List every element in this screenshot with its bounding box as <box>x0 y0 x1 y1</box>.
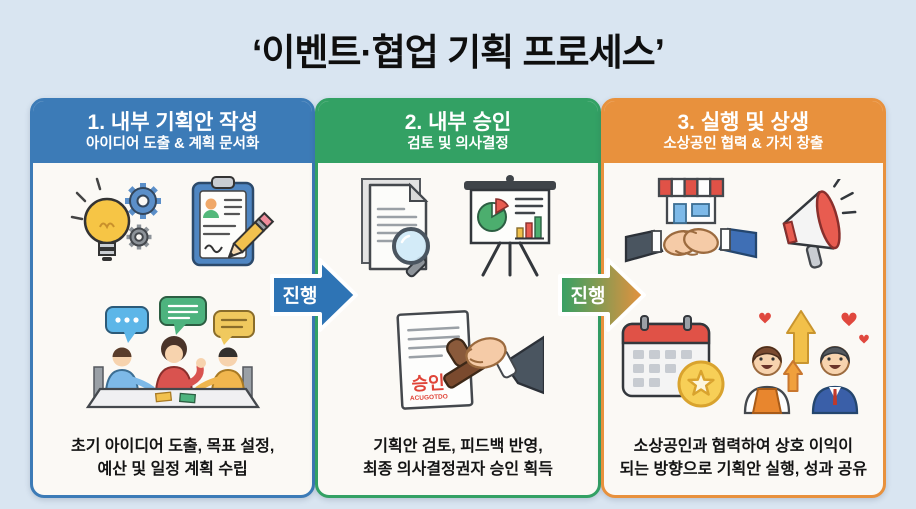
up-arrows-icon <box>783 309 817 392</box>
step-3-title: 3. 실행 및 상생 <box>677 111 810 135</box>
team-meeting-icon <box>85 295 260 408</box>
megaphone-icon <box>782 179 857 269</box>
step-3-header: 3. 실행 및 상생 소상공인 협력 & 가치 창출 <box>603 101 883 163</box>
gear-small-icon <box>126 224 152 250</box>
hand-icon <box>465 335 544 395</box>
presentation-chart-icon <box>463 175 556 277</box>
pencil-icon <box>227 211 274 258</box>
arrow-2-label: 진행 <box>571 285 606 307</box>
partners-growth-icon <box>744 309 870 414</box>
step-card-3: 3. 실행 및 상생 소상공인 협력 & 가치 창출 <box>600 98 886 498</box>
step-3-body: 소상공인과 협력하여 상호 이익이 되는 방향으로 기획안 실행, 성과 공유 <box>604 163 883 495</box>
step-1-header: 1. 내부 기획안 작성 아이디어 도출 & 계획 문서화 <box>33 101 313 163</box>
arrow-1-label: 진행 <box>283 285 318 307</box>
step-1-icon-row-top <box>69 173 277 273</box>
step-2-body: 승인 ACUGOTDO <box>318 163 597 495</box>
step-2-icon-row-bottom: 승인 ACUGOTDO <box>372 301 544 413</box>
star-icon <box>687 369 715 396</box>
clipboard-pencil-icon <box>191 176 274 267</box>
step-3-subtitle: 소상공인 협력 & 가치 창출 <box>663 136 824 153</box>
storefront-icon <box>658 177 725 225</box>
step-2-title: 2. 내부 승인 <box>404 111 512 135</box>
gear-large-icon <box>124 183 161 219</box>
lightbulb-gears-icon <box>70 177 161 261</box>
step-1-subtitle: 아이디어 도출 & 계획 문서화 <box>86 136 260 153</box>
hearts-icon <box>759 312 870 344</box>
progress-arrow-2: 진행 <box>558 258 646 332</box>
step-2-icon-row-top <box>350 173 566 279</box>
speech-bubbles-icon <box>104 295 255 345</box>
handshake-storefront-icon <box>625 177 758 263</box>
step-card-1: 1. 내부 기획안 작성 아이디어 도출 & 계획 문서화 <box>30 98 316 498</box>
step-1-title: 1. 내부 기획안 작성 <box>87 111 258 135</box>
step-3-icon-row-bottom <box>615 305 871 415</box>
step-3-icon-row-top <box>624 173 862 285</box>
step-card-2: 2. 내부 승인 검토 및 의사결정 <box>315 98 601 498</box>
step-1-icon-row-bottom <box>68 295 278 413</box>
progress-arrow-1: 진행 <box>270 258 358 332</box>
arrow-shape <box>270 258 358 332</box>
document-magnifier-icon <box>360 178 430 278</box>
step-3-description: 소상공인과 협력하여 상호 이익이 되는 방향으로 기획안 실행, 성과 공유 <box>619 437 868 478</box>
handshake-icon <box>625 227 758 263</box>
shop-owner-person <box>744 345 791 414</box>
process-steps-row: 1. 내부 기획안 작성 아이디어 도출 & 계획 문서화 <box>30 98 886 498</box>
step-1-body: 초기 아이디어 도출, 목표 설정, 예산 및 일정 계획 수립 <box>33 163 312 495</box>
company-person <box>812 345 859 414</box>
arrow-shape <box>558 258 646 332</box>
stamp-subtext: ACUGOTDO <box>410 393 448 402</box>
step-2-subtitle: 검토 및 의사결정 <box>407 136 509 153</box>
approval-stamp-icon: 승인 ACUGOTDO <box>396 309 544 410</box>
calendar-star-icon <box>622 314 725 408</box>
stamp-text: 승인 <box>411 372 445 394</box>
step-2-description: 기획안 검토, 피드백 반영, 최종 의사결정권자 승인 획득 <box>363 437 553 478</box>
step-2-header: 2. 내부 승인 검토 및 의사결정 <box>318 101 598 163</box>
step-1-description: 초기 아이디어 도출, 목표 설정, 예산 및 일정 계획 수립 <box>71 437 275 478</box>
page-title: ‘이벤트·협업 기획 프로세스’ <box>252 32 665 73</box>
